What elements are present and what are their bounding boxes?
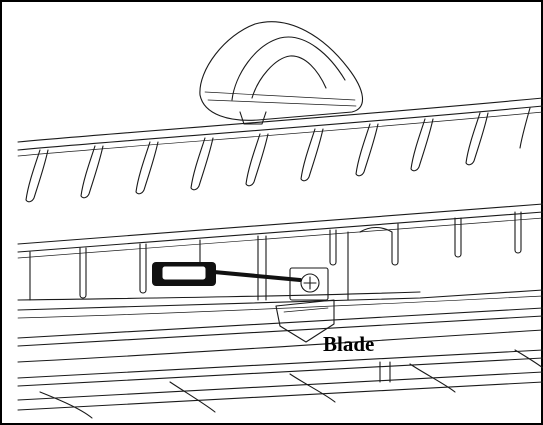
bottom-rail [17, 349, 543, 419]
upper-rail [17, 97, 543, 203]
top-handle [199, 21, 363, 125]
lower-body [17, 203, 543, 363]
screw-icon [289, 267, 329, 301]
screwdriver-icon [152, 262, 302, 286]
blade-label: Blade [323, 332, 374, 356]
blade [275, 299, 335, 343]
